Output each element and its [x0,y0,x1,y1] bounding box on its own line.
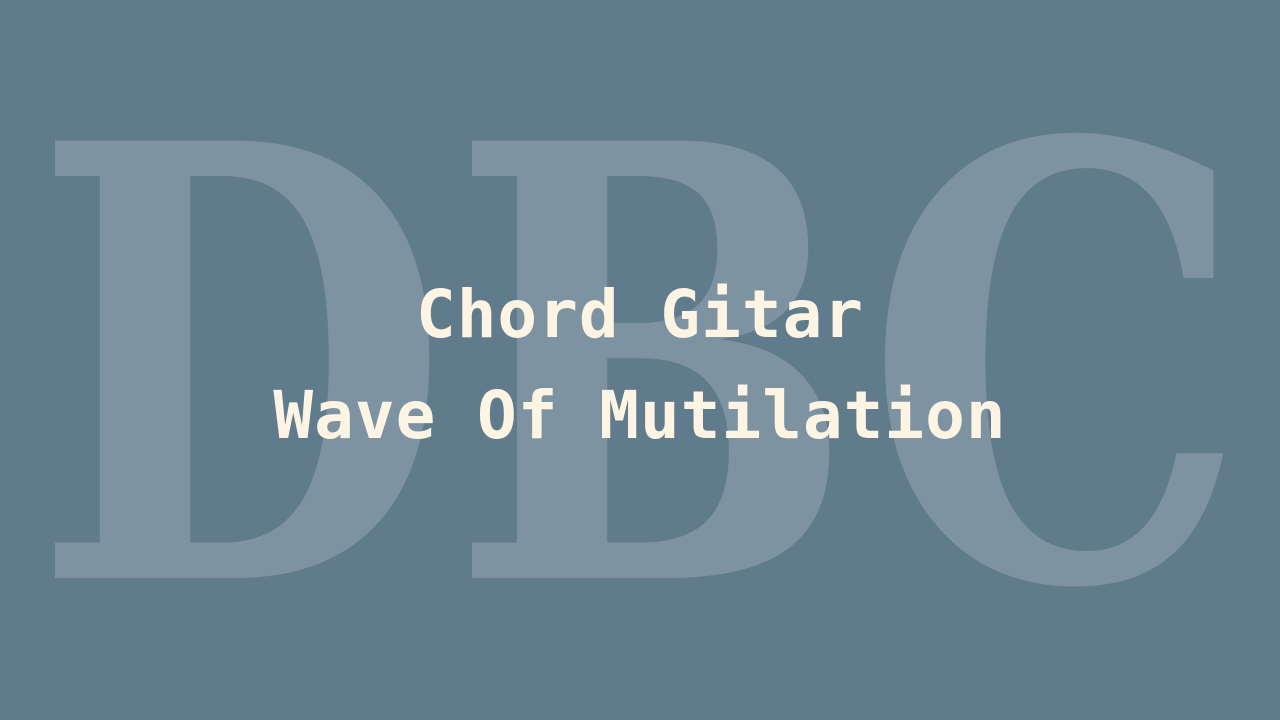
watermark-text: DBC [33,15,1248,720]
title-line-2: Wave Of Mutilation [273,377,1007,454]
title-line-1: Chord Gitar [415,276,865,353]
